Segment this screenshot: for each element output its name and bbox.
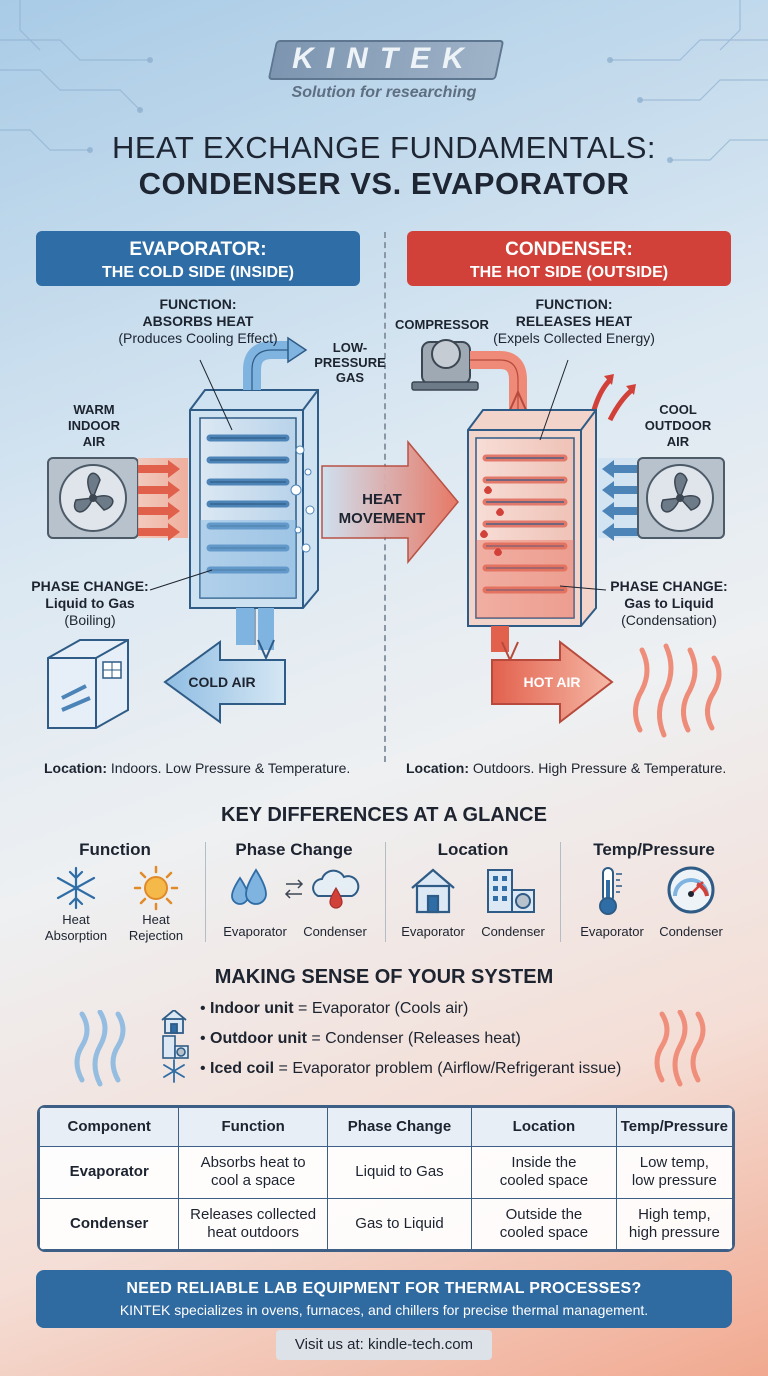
cta-headline: NEED RELIABLE LAB EQUIPMENT FOR THERMAL … [126,1280,642,1297]
tagline: Solution for researching [291,84,477,101]
cold-air-label: COLD AIR [188,674,256,690]
table-cell: High temp,high pressure [615,1197,733,1250]
key-caption-location-evaporator: Evaporator [401,924,465,939]
evaporator-coil-unit [189,389,319,609]
key-separator [560,842,561,942]
sense-row-indoor: • Indoor unit = Evaporator (Cools air) [200,1000,469,1017]
table-cell: Low temp,low pressure [615,1146,733,1199]
table-header: Temp/Pressure [615,1107,733,1147]
house-icon [411,868,455,914]
snowflake-icon [163,1059,185,1083]
system-sense-graphics [74,1010,706,1087]
visit-website-link[interactable]: Visit us at: kindle-tech.com [276,1330,492,1360]
heat-waves-icon [633,643,722,738]
table-header: Location [471,1107,617,1147]
building-icon [487,869,535,913]
evaporator-function-label: FUNCTION: ABSORBS HEAT (Produces Cooling… [118,296,278,346]
cloud-drop-icon [312,869,360,909]
circuit-pattern-decoration [0,0,768,163]
key-differences-icons [56,865,715,915]
table-header: Function [178,1107,328,1147]
comparison-table: Component Function Phase Change Location… [37,1105,735,1252]
compressor-icon [411,339,479,391]
cool-waves-icon [74,1010,126,1087]
condenser-function-label: FUNCTION: RELEASES HEAT (Expels Collecte… [493,296,655,346]
warm-air-arrows [138,460,180,541]
key-col-temp-title: Temp/Pressure [593,840,715,859]
evaporator-banner: EVAPORATOR: THE COLD SIDE (INSIDE) [36,231,360,286]
table-cell: Gas to Liquid [326,1197,473,1250]
key-differences-title: KEY DIFFERENCES AT A GLANCE [221,804,547,826]
evaporator-banner-title: EVAPORATOR: [129,239,267,260]
table-cell: Liquid to Gas [326,1146,473,1199]
gauge-icon [667,866,715,914]
key-col-location-title: Location [437,840,509,859]
key-caption-phase-condenser: Condenser [303,924,367,939]
sun-icon [133,865,179,911]
room-cube-icon [47,639,129,729]
key-caption-temp-condenser: Condenser [659,924,723,939]
condenser-banner: CONDENSER: THE HOT SIDE (OUTSIDE) [407,231,731,286]
key-col-function-title: Function [79,840,151,859]
thermometer-icon [599,867,622,915]
compressor-label: COMPRESSOR [395,317,489,332]
key-separator [385,842,386,942]
logo: KINTEK [292,42,476,75]
page-title-line2: CONDENSER VS. EVAPORATOR [138,166,630,201]
snowflake-icon [56,866,96,910]
cta-body: KINTEK specializes in ovens, furnaces, a… [119,1302,649,1318]
heat-waves-icon [654,1010,706,1087]
evaporator-phase-label: PHASE CHANGE: Liquid to Gas (Boiling) [31,578,149,628]
key-col-phase-title: Phase Change [235,840,353,859]
evaporator-location: Location: Indoors. Low Pressure & Temper… [44,760,351,776]
cool-air-arrows [602,460,644,541]
table-header: Component [39,1107,180,1147]
sense-row-outdoor: • Outdoor unit = Condenser (Releases hea… [200,1030,521,1047]
water-drops-icon [231,868,267,905]
table-cell: Evaporator [39,1146,180,1199]
table-header: Phase Change [326,1107,473,1147]
cta-banner: NEED RELIABLE LAB EQUIPMENT FOR THERMAL … [36,1270,732,1328]
table-header-row: Component Function Phase Change Location… [39,1107,733,1147]
page-title-line1: HEAT EXCHANGE FUNDAMENTALS: [111,130,657,165]
condenser-location: Location: Outdoors. High Pressure & Temp… [406,760,727,776]
condenser-banner-title: CONDENSER: [505,239,633,260]
key-caption-phase-evaporator: Evaporator [223,924,287,939]
evaporator-banner-subtitle: THE COLD SIDE (INSIDE) [101,264,294,281]
building-icon [162,1035,189,1059]
sense-row-iced-coil: • Iced coil = Evaporator problem (Airflo… [200,1060,622,1077]
condenser-phase-label: PHASE CHANGE: Gas to Liquid (Condensatio… [610,578,728,628]
system-sense-title: MAKING SENSE OF YOUR SYSTEM [214,966,554,988]
condenser-fan-icon [637,457,725,539]
key-caption-location-condenser: Condenser [481,924,545,939]
exchange-arrows-icon [284,879,304,899]
condenser-banner-subtitle: THE HOT SIDE (OUTSIDE) [469,264,669,281]
evaporator-fan-icon [47,457,139,539]
hot-air-label: HOT AIR [523,674,581,690]
key-separator [205,842,206,942]
condenser-coil-unit [467,409,597,627]
heat-exchange-diagram [47,336,725,738]
key-caption-temp-evaporator: Evaporator [580,924,644,939]
table-cell: Condenser [39,1197,180,1250]
house-icon [161,1010,187,1034]
